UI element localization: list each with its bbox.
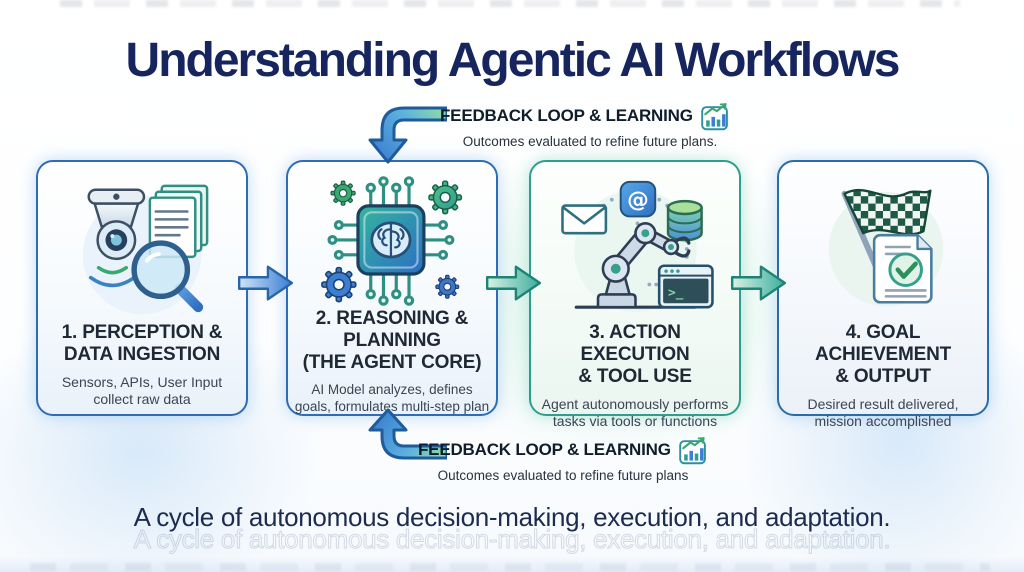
growth-chart-icon xyxy=(700,103,728,131)
cropped-text-artifact-top xyxy=(60,0,960,7)
svg-text:>_: >_ xyxy=(668,285,684,300)
step-1-heading: 1. PERCEPTION & DATA INGESTION xyxy=(61,322,223,366)
flow-arrow-right-icon xyxy=(485,265,542,301)
at-symbol-icon: @ xyxy=(619,180,657,218)
feedback-top-subtext: Outcomes evaluated to refine future plan… xyxy=(462,134,718,149)
gear-icon xyxy=(321,266,357,303)
circuit-traces xyxy=(327,176,455,306)
step-box-goal: 4. GOAL ACHIEVEMENT & OUTPUT Desired res… xyxy=(777,160,989,429)
flow-arrow-right-icon xyxy=(237,265,294,301)
flow-arrow-right-icon xyxy=(730,265,787,301)
bottom-caption: A cycle of autonomous decision-making, e… xyxy=(133,502,891,532)
documents-icon xyxy=(148,184,209,259)
step-4-heading: 4. GOAL ACHIEVEMENT & OUTPUT xyxy=(814,322,952,388)
email-icon xyxy=(561,204,608,235)
step-2-heading: 2. REASONING & PLANNING (THE AGENT CORE) xyxy=(302,308,482,374)
step-box-perception: 1. PERCEPTION & DATA INGESTION Sensors, … xyxy=(36,160,248,416)
cropped-text-artifact-bottom xyxy=(30,563,990,571)
feedback-arrow-down-icon xyxy=(368,106,447,164)
camera-documents-magnifier-icon xyxy=(58,174,226,322)
svg-text:@: @ xyxy=(627,188,649,213)
magnifier-icon xyxy=(131,240,204,313)
step-3-description: Agent autonomously performs tasks via to… xyxy=(541,396,729,430)
brain-icon xyxy=(370,221,412,259)
step-4-description: Desired result delivered, mission accomp… xyxy=(807,396,959,430)
feedback-loop-top: FEEDBACK LOOP & LEARNING Outcomes evalua… xyxy=(440,101,740,149)
feedback-bottom-heading: FEEDBACK LOOP & LEARNING xyxy=(418,440,671,459)
step-1-description: Sensors, APIs, User Input collect raw da… xyxy=(61,374,223,408)
feedback-loop-bottom: FEEDBACK LOOP & LEARNING Outcomes evalua… xyxy=(418,435,708,483)
page-title: Understanding Agentic AI Workflows xyxy=(125,34,901,87)
gear-icon xyxy=(428,180,463,215)
checkered-flag-document-icon xyxy=(803,174,963,322)
step-3-heading: 3. ACTION EXECUTION & TOOL USE xyxy=(578,322,692,388)
robot-arm-icon xyxy=(574,222,697,309)
growth-chart-icon xyxy=(678,437,706,465)
bottom-caption-ghost-artifact: A cycle of autonomous decision-making, e… xyxy=(133,524,891,555)
result-document-icon xyxy=(872,233,933,304)
step-2-description: AI Model analyzes, defines goals, formul… xyxy=(294,382,490,414)
cropped-band-bottom xyxy=(0,556,1024,572)
terminal-icon: >_ xyxy=(657,264,714,309)
checkered-flag-icon xyxy=(843,188,932,236)
signal-waves-icon xyxy=(88,265,136,288)
database-icon xyxy=(666,199,703,242)
gear-icon xyxy=(330,180,356,206)
feedback-arrow-up-icon xyxy=(368,408,447,460)
step-box-reasoning: 2. REASONING & PLANNING (THE AGENT CORE)… xyxy=(286,160,498,416)
feedback-top-heading: FEEDBACK LOOP & LEARNING xyxy=(440,106,693,125)
security-camera-icon xyxy=(87,188,146,261)
gear-icon xyxy=(435,274,460,299)
robot-arm-tools-icon: @ xyxy=(545,174,725,322)
feedback-bottom-subtext: Outcomes evaluated to refine future plan… xyxy=(437,468,689,483)
chip-brain-gears-icon xyxy=(306,174,478,308)
step-box-action: @ xyxy=(529,160,741,429)
